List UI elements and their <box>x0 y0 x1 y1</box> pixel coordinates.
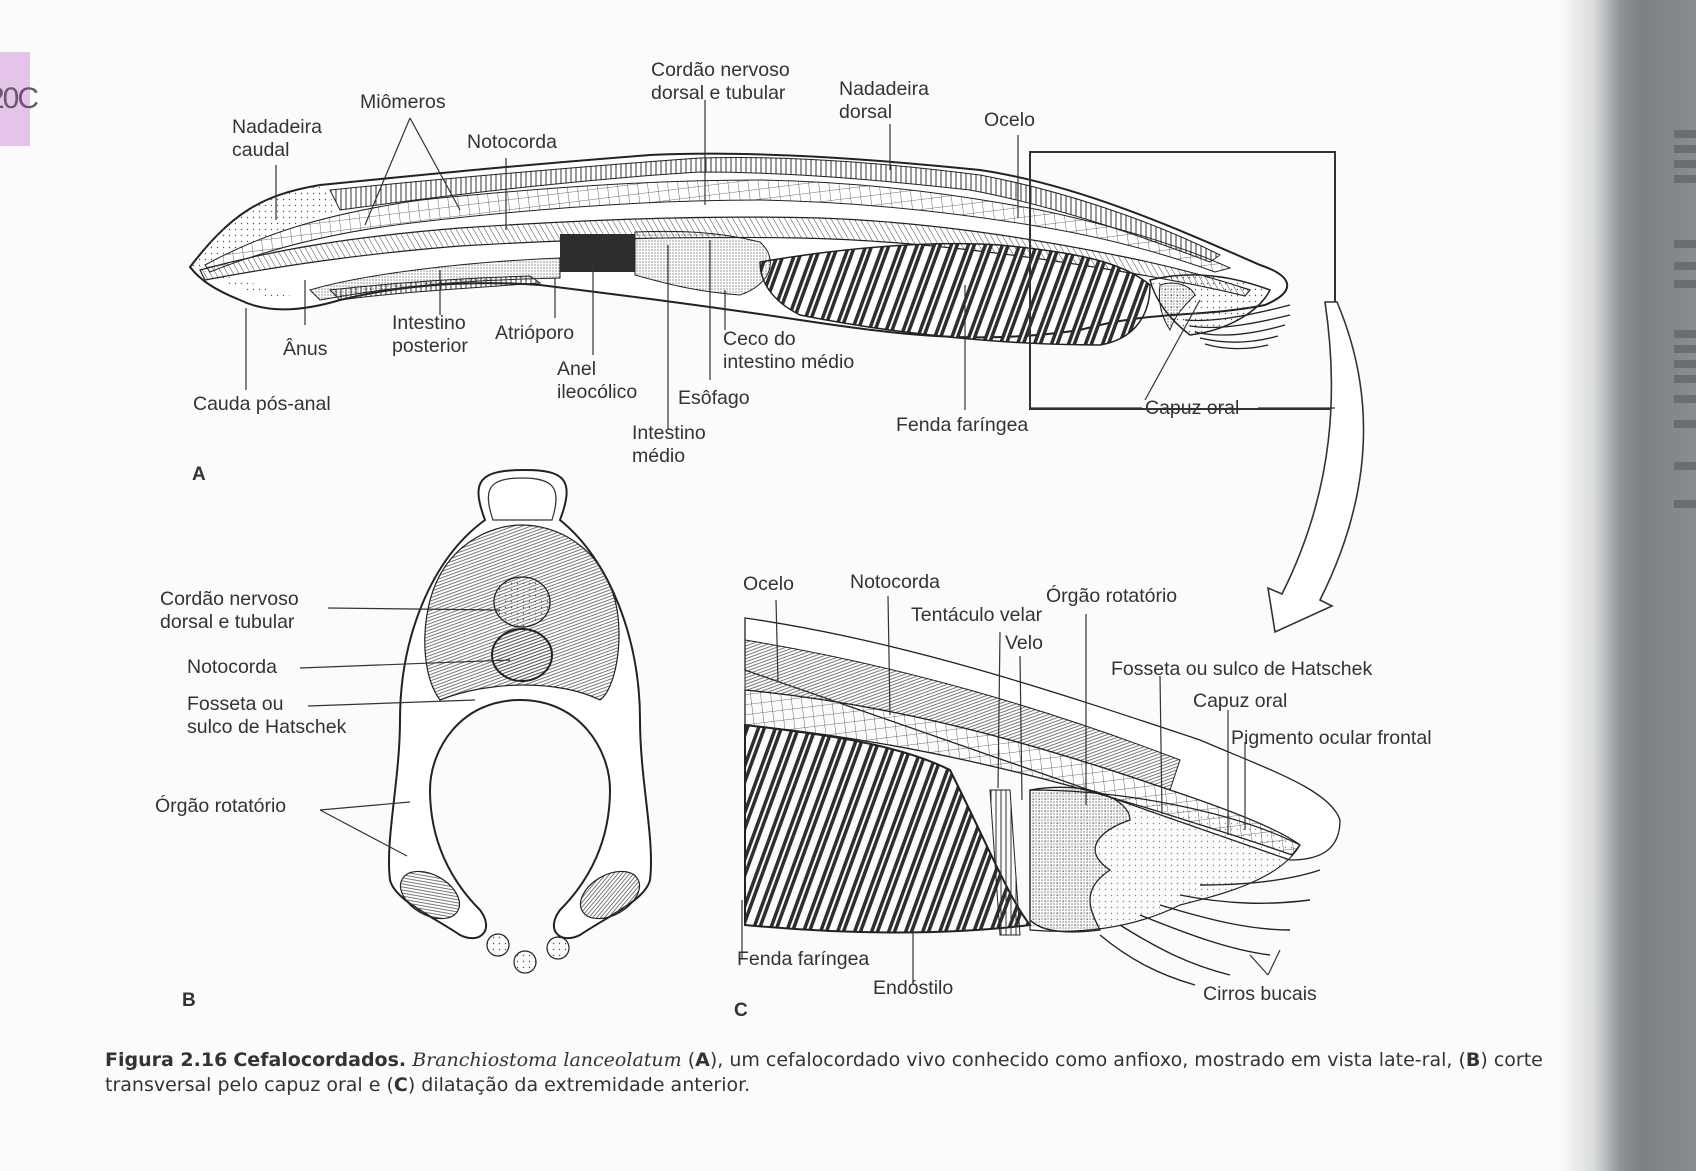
rostral-epidermis <box>487 477 557 521</box>
label-notochord-a: Notocorda <box>467 131 557 153</box>
panel-label-a: A <box>192 464 206 485</box>
caption-ref-b: B <box>1465 1049 1481 1071</box>
enlarge-arrow <box>1266 301 1365 634</box>
page-tab <box>0 52 30 146</box>
cirrus-section <box>546 936 570 960</box>
caudal-fin-stipple <box>190 185 340 267</box>
label-velum: Velo <box>1005 632 1043 654</box>
oral-lobe-left <box>399 870 461 920</box>
gutter-mark <box>1674 345 1696 353</box>
figure-caption: Figura 2.16 Cefalocordados. Branchiostom… <box>105 1048 1565 1098</box>
gutter-mark <box>1674 420 1696 428</box>
caption-ref-a: A <box>695 1049 710 1071</box>
cirrus-section <box>486 933 510 957</box>
oral-lobe-right <box>579 870 641 920</box>
label-dorsal-fin: Nadadeira dorsal <box>839 78 929 123</box>
label-oral-hood-a: Capuz oral <box>1145 397 1240 419</box>
caption-text: ), um cefalocordado vivo conhecido como … <box>709 1049 1466 1071</box>
label-myomeres: Miômeros <box>360 91 446 113</box>
ventral-fin-rays <box>328 275 542 301</box>
label-hatschek-pit-b: Fosseta ou sulco de Hatschek <box>187 693 347 738</box>
label-hatschek-pit-c: Fosseta ou sulco de Hatschek <box>1111 658 1373 680</box>
label-endostyle: Endóstilo <box>873 977 954 999</box>
species-name: Branchiostoma lanceolatum <box>412 1049 682 1071</box>
panel-a-drawing <box>188 100 1365 634</box>
figure-number: Figura 2.16 <box>105 1049 228 1071</box>
label-ileocolic-ring: Anel ileocólico <box>557 358 638 403</box>
leader-lines-a <box>245 100 1335 430</box>
rotatory-organ-a <box>1158 282 1196 332</box>
cirrus-section <box>513 950 537 974</box>
leader-lines-b <box>299 607 511 857</box>
figure-drawing <box>188 100 1365 986</box>
label-buccal-cirri: Cirros bucais <box>1203 983 1317 1005</box>
gutter-mark <box>1674 395 1696 403</box>
label-post-anal-tail: Cauda pós-anal <box>193 393 331 415</box>
caption-ref-c: C <box>393 1074 408 1096</box>
panel-b-drawing <box>299 468 653 974</box>
pharyngeal-slits <box>759 242 1151 346</box>
label-notochord-c: Notocorda <box>850 571 940 593</box>
panel-label-b: B <box>182 990 196 1011</box>
label-midgut-cecum: Ceco do intestino médio <box>723 328 855 373</box>
label-frontal-eye-pigment: Pigmento ocular frontal <box>1231 727 1432 749</box>
myomeres <box>204 179 1232 273</box>
gutter-mark <box>1674 145 1696 153</box>
label-caudal-fin: Nadadeira caudal <box>232 116 322 161</box>
label-atriopore: Atrióporo <box>495 322 575 344</box>
buccal-cirri-c <box>1099 869 1321 986</box>
book-gutter-shadow <box>1560 0 1696 1171</box>
figure-title: Cefalocordados. <box>233 1049 407 1071</box>
oral-hood-c <box>1029 789 1301 932</box>
page-tab-text: 20C <box>0 82 39 115</box>
panel-c-drawing <box>741 595 1341 986</box>
nerve-cord <box>493 576 551 628</box>
label-dorsal-nerve-cord-a: Cordão nervoso dorsal e tubular <box>651 59 790 104</box>
gutter-mark <box>1674 240 1696 248</box>
ileocolic-ring <box>560 234 635 272</box>
label-esophagus: Esôfago <box>678 387 750 409</box>
gutter-mark <box>1674 280 1696 288</box>
caption-text: ) corte transversal pelo capuz oral e ( <box>105 1049 1543 1096</box>
label-ocellus-c: Ocelo <box>743 573 794 595</box>
panel-label-c: C <box>734 1000 748 1021</box>
label-anus: Ânus <box>283 338 328 360</box>
gutter-mark <box>1674 360 1696 368</box>
ventral-fin-stipple <box>200 270 340 301</box>
gutter-mark <box>1674 160 1696 168</box>
velum-c <box>989 789 1021 936</box>
gutter-mark <box>1674 330 1696 338</box>
label-oral-hood-c: Capuz oral <box>1193 690 1288 712</box>
label-velar-tentacle: Tentáculo velar <box>911 604 1043 626</box>
label-dorsal-nerve-cord-b: Cordão nervoso dorsal e tubular <box>160 588 299 633</box>
gutter-mark <box>1674 175 1696 183</box>
zoom-box <box>1029 151 1336 410</box>
buccal-cirri-a <box>1184 304 1291 350</box>
gutter-mark <box>1674 130 1696 138</box>
label-rotatory-organ-c: Órgão rotatório <box>1046 585 1178 607</box>
gutter-mark <box>1674 462 1696 470</box>
caption-text: ( <box>681 1049 696 1071</box>
gutter-mark <box>1674 375 1696 383</box>
gutter-mark <box>1674 262 1696 270</box>
notochord-section <box>491 628 553 682</box>
label-pharyngeal-slit-c: Fenda faríngea <box>737 948 870 970</box>
label-ocellus-a: Ocelo <box>984 109 1035 131</box>
label-rotatory-organ-b: Órgão rotatório <box>155 795 287 817</box>
leader-lines-c <box>741 595 1281 984</box>
label-pharyngeal-slit-a: Fenda faríngea <box>896 414 1029 436</box>
caption-text: ) dilatação da extremidade anterior. <box>407 1074 751 1096</box>
label-posterior-intestine: Intestino posterior <box>392 312 468 357</box>
label-notochord-b: Notocorda <box>187 656 277 678</box>
label-midgut: Intestino médio <box>632 422 706 467</box>
gutter-mark <box>1674 500 1696 508</box>
